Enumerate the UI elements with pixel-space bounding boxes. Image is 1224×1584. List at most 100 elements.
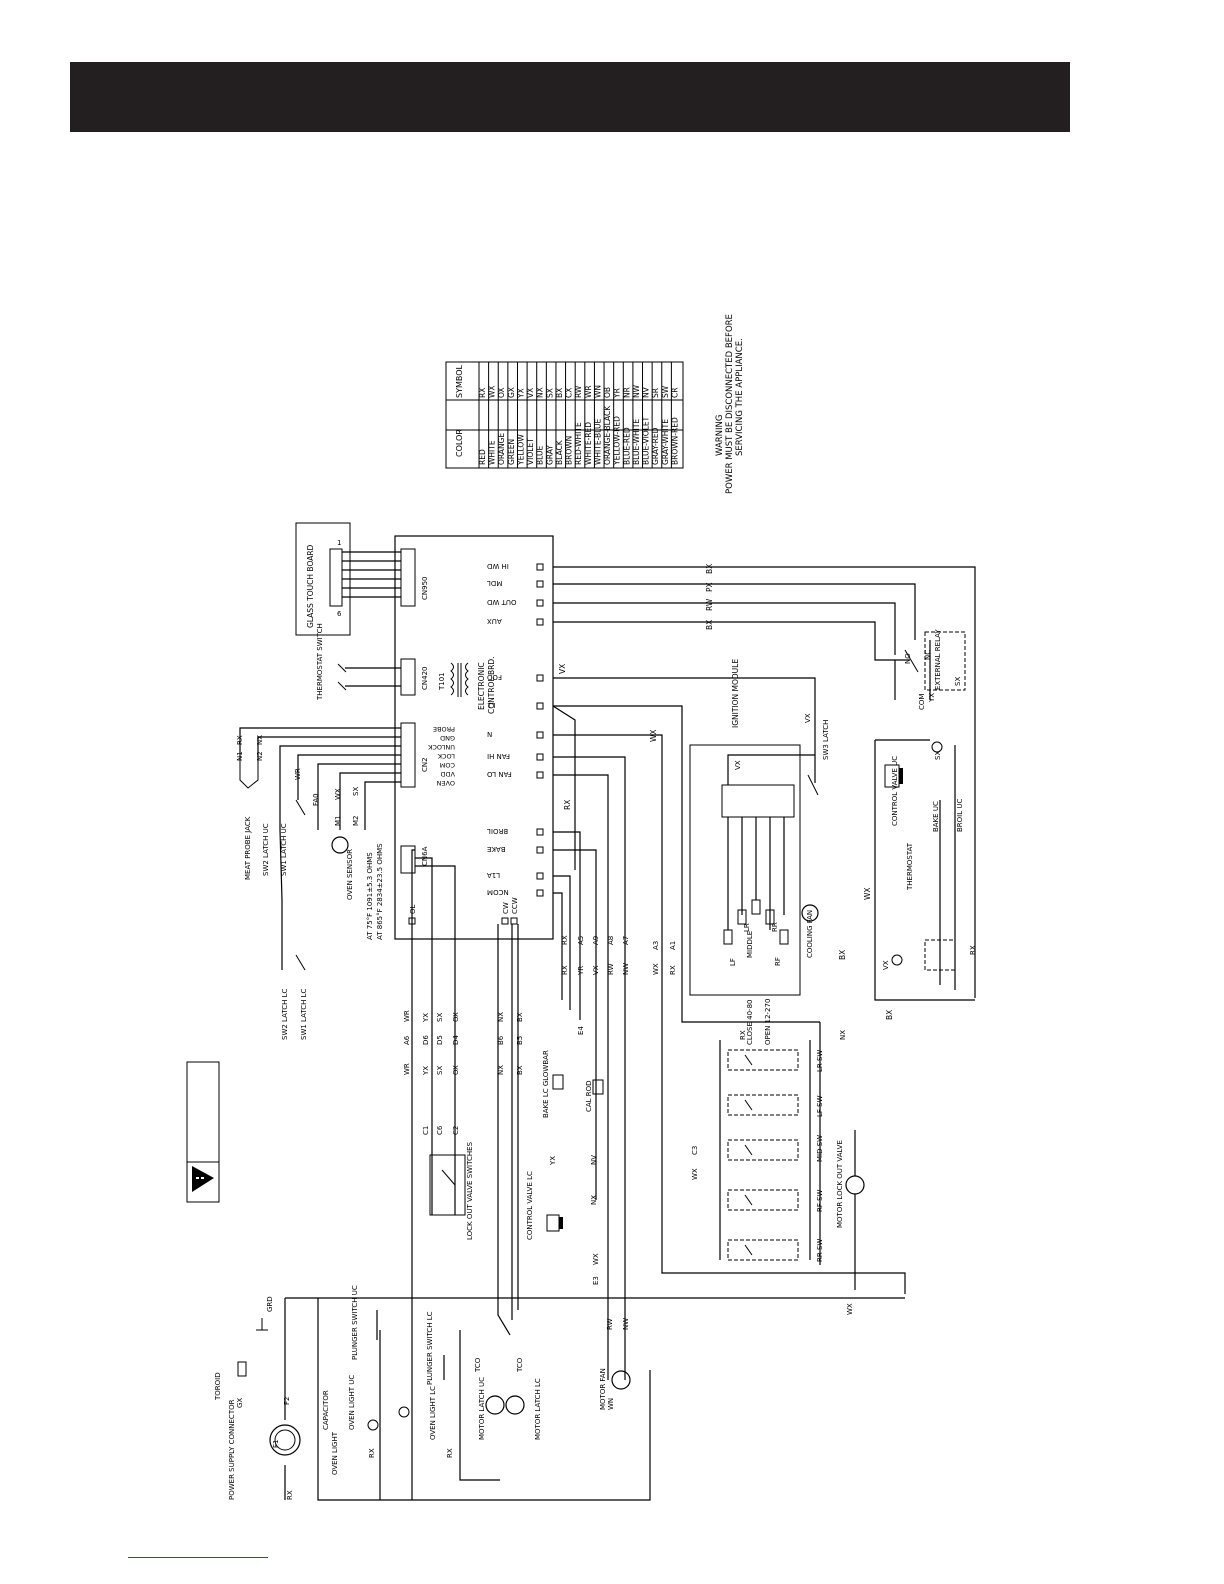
svg-text:1: 1 — [337, 539, 341, 547]
wire-code-label: B6 — [497, 1035, 505, 1045]
legend-color-cell: GRAY — [545, 445, 554, 465]
wire-code-label: NW — [622, 963, 630, 975]
wire-code-label: RX — [368, 1448, 376, 1458]
right-bus-wires — [552, 566, 976, 1380]
cn2-pin-label: COM — [440, 761, 455, 769]
board-name-1: ELECTRONIC — [477, 662, 486, 710]
relay-nc: NC — [924, 650, 932, 660]
right-terminal-label: AUX — [487, 617, 502, 625]
wire-code-label: RX — [561, 965, 569, 975]
right-terminal-label: FAN HI — [487, 752, 510, 760]
wire-label-fod: VX — [558, 664, 567, 674]
legend-symbol-cell: WX — [488, 385, 497, 398]
wire-label-bx-lower: BX — [885, 1010, 894, 1020]
legend-color-cell: GREEN — [507, 439, 516, 465]
wire-label-wx-right: WX — [863, 887, 872, 900]
motor-latch-uc-label: MOTOR LATCH UC — [478, 1377, 486, 1440]
wire-code-label: M2 — [352, 816, 360, 827]
relay-yx: YX — [928, 693, 936, 703]
power-connector-icon — [269, 1424, 301, 1456]
terminal-pad — [536, 889, 544, 897]
wire-code-label: C6 — [436, 1125, 444, 1135]
bottom-rule — [128, 1557, 268, 1558]
color-legend: REDRXWHITEWXORANGEOXGREENGXYELLOWYXVIOLE… — [445, 361, 684, 469]
tco-label-1: TCO — [474, 1357, 482, 1373]
wire-code-label: RX — [969, 945, 977, 955]
thermostat-label: THERMOSTAT — [906, 842, 914, 891]
legend-color-cell: WHITE — [488, 440, 497, 465]
legend-symbol-cell: RX — [478, 388, 487, 398]
wire-code-label: NX — [497, 1012, 505, 1022]
legend-header-color: COLOR — [455, 429, 464, 457]
legend-symbol-cell: WN — [593, 385, 602, 398]
touch-board-wires — [342, 551, 401, 598]
igniter-rf-label: RF — [774, 957, 782, 966]
wire-code-label: E3 — [592, 1276, 600, 1285]
wire-label-outwd: RW — [705, 598, 714, 611]
relay-no: NO — [904, 653, 912, 664]
wire-label-bx-cool: BX — [838, 950, 847, 960]
legend-color-cell: BROWN-RED — [670, 417, 679, 465]
capacitor-label: CAPACITOR — [322, 1390, 330, 1430]
wire-label-n: WX — [649, 729, 658, 742]
burner-switch-box — [727, 1139, 799, 1161]
legend-color-cell: WHITE-BLUE — [593, 419, 602, 465]
header-bar — [70, 62, 1070, 132]
oven-light-lc-label: OVEN LIGHT LC — [429, 1386, 437, 1440]
wire-code-label: F2 — [283, 1397, 291, 1405]
igniter-middle — [751, 899, 761, 915]
lockout-valve-switches: LOCK OUT VALVE SWITCHES — [429, 1141, 474, 1240]
legend-color-cell: WHITE-RED — [584, 422, 593, 465]
wire-code-label: A3 — [652, 941, 660, 950]
legend-color-cell: YELLOW-RED — [613, 416, 622, 466]
broil-uc-label: BROIL UC — [956, 799, 964, 832]
grd-label: GRD — [266, 1296, 274, 1312]
wire-code-label: WN — [607, 1398, 615, 1410]
legend-header-symbol: SYMBOL — [455, 364, 464, 398]
right-terminal-label: BROIL — [487, 827, 508, 835]
legend-color-cell: BLUE-RED — [622, 427, 631, 465]
cn6a-connector — [400, 845, 416, 874]
cn2-pin-label: GND — [440, 734, 455, 742]
cn2-pin-label: PROBE — [433, 725, 455, 733]
wire-code-label: NX — [497, 1065, 505, 1075]
cn950-connector — [400, 548, 416, 607]
motor-latch-lc-icon — [505, 1395, 525, 1415]
legend-symbol-cell: OX — [497, 387, 506, 398]
motor-fan-icon — [611, 1370, 631, 1390]
wire-code-label: BX — [516, 1065, 524, 1075]
terminal-pad — [536, 828, 544, 836]
wire-code-label: BX — [516, 1012, 524, 1022]
toroid-icon — [237, 1361, 247, 1377]
terminal-pad — [536, 753, 544, 761]
wire-code-label: F1 — [272, 1440, 280, 1448]
cn2-pin-label: UNLOCK — [427, 743, 455, 751]
wire-code-label: B5 — [516, 1036, 524, 1045]
terminal-pad — [536, 580, 544, 588]
sw1-latch-uc-label: SW1 LATCH UC — [280, 823, 288, 876]
wire-code-label: RX — [236, 735, 244, 745]
legend-color-cell: BLUE-WHITE — [632, 419, 641, 465]
power-section-wires — [284, 1297, 905, 1501]
sw2-latch-uc-label: SW2 LATCH UC — [262, 823, 270, 876]
plunger-switch-uc-label: PLUNGER SWITCH UC — [351, 1285, 359, 1360]
wire-code-label: RX — [561, 935, 569, 945]
latch-switches: SW2 LATCH UC SW1 LATCH UC SW2 LATCH LC S… — [262, 799, 308, 1040]
thermostat-switch-label: THERMOSTAT SWITCH — [316, 623, 324, 701]
legend-color-cell: ORANGE — [497, 433, 506, 465]
terminal-pad — [536, 771, 544, 779]
sw3-latch-label: SW3 LATCH — [822, 720, 830, 760]
wire-code-label: RW — [607, 963, 615, 975]
wire-code-label: SX — [352, 787, 360, 796]
right-terminal-label: N — [487, 730, 492, 738]
board-name-2: CONTROL BRD. — [487, 656, 496, 714]
terminal-pad — [536, 872, 544, 880]
wire-code-label: RX — [446, 1448, 454, 1458]
lockout-switches-label: LOCK OUT VALVE SWITCHES — [466, 1141, 474, 1240]
oven-light-uc-label: OVEN LIGHT UC — [348, 1375, 356, 1430]
burner-switch-label: LR SW — [816, 1050, 824, 1072]
igniter-rf — [779, 929, 789, 945]
wire-code-label: D4 — [452, 1035, 460, 1045]
terminal-pad — [501, 917, 509, 925]
terminal-pad — [536, 702, 544, 710]
